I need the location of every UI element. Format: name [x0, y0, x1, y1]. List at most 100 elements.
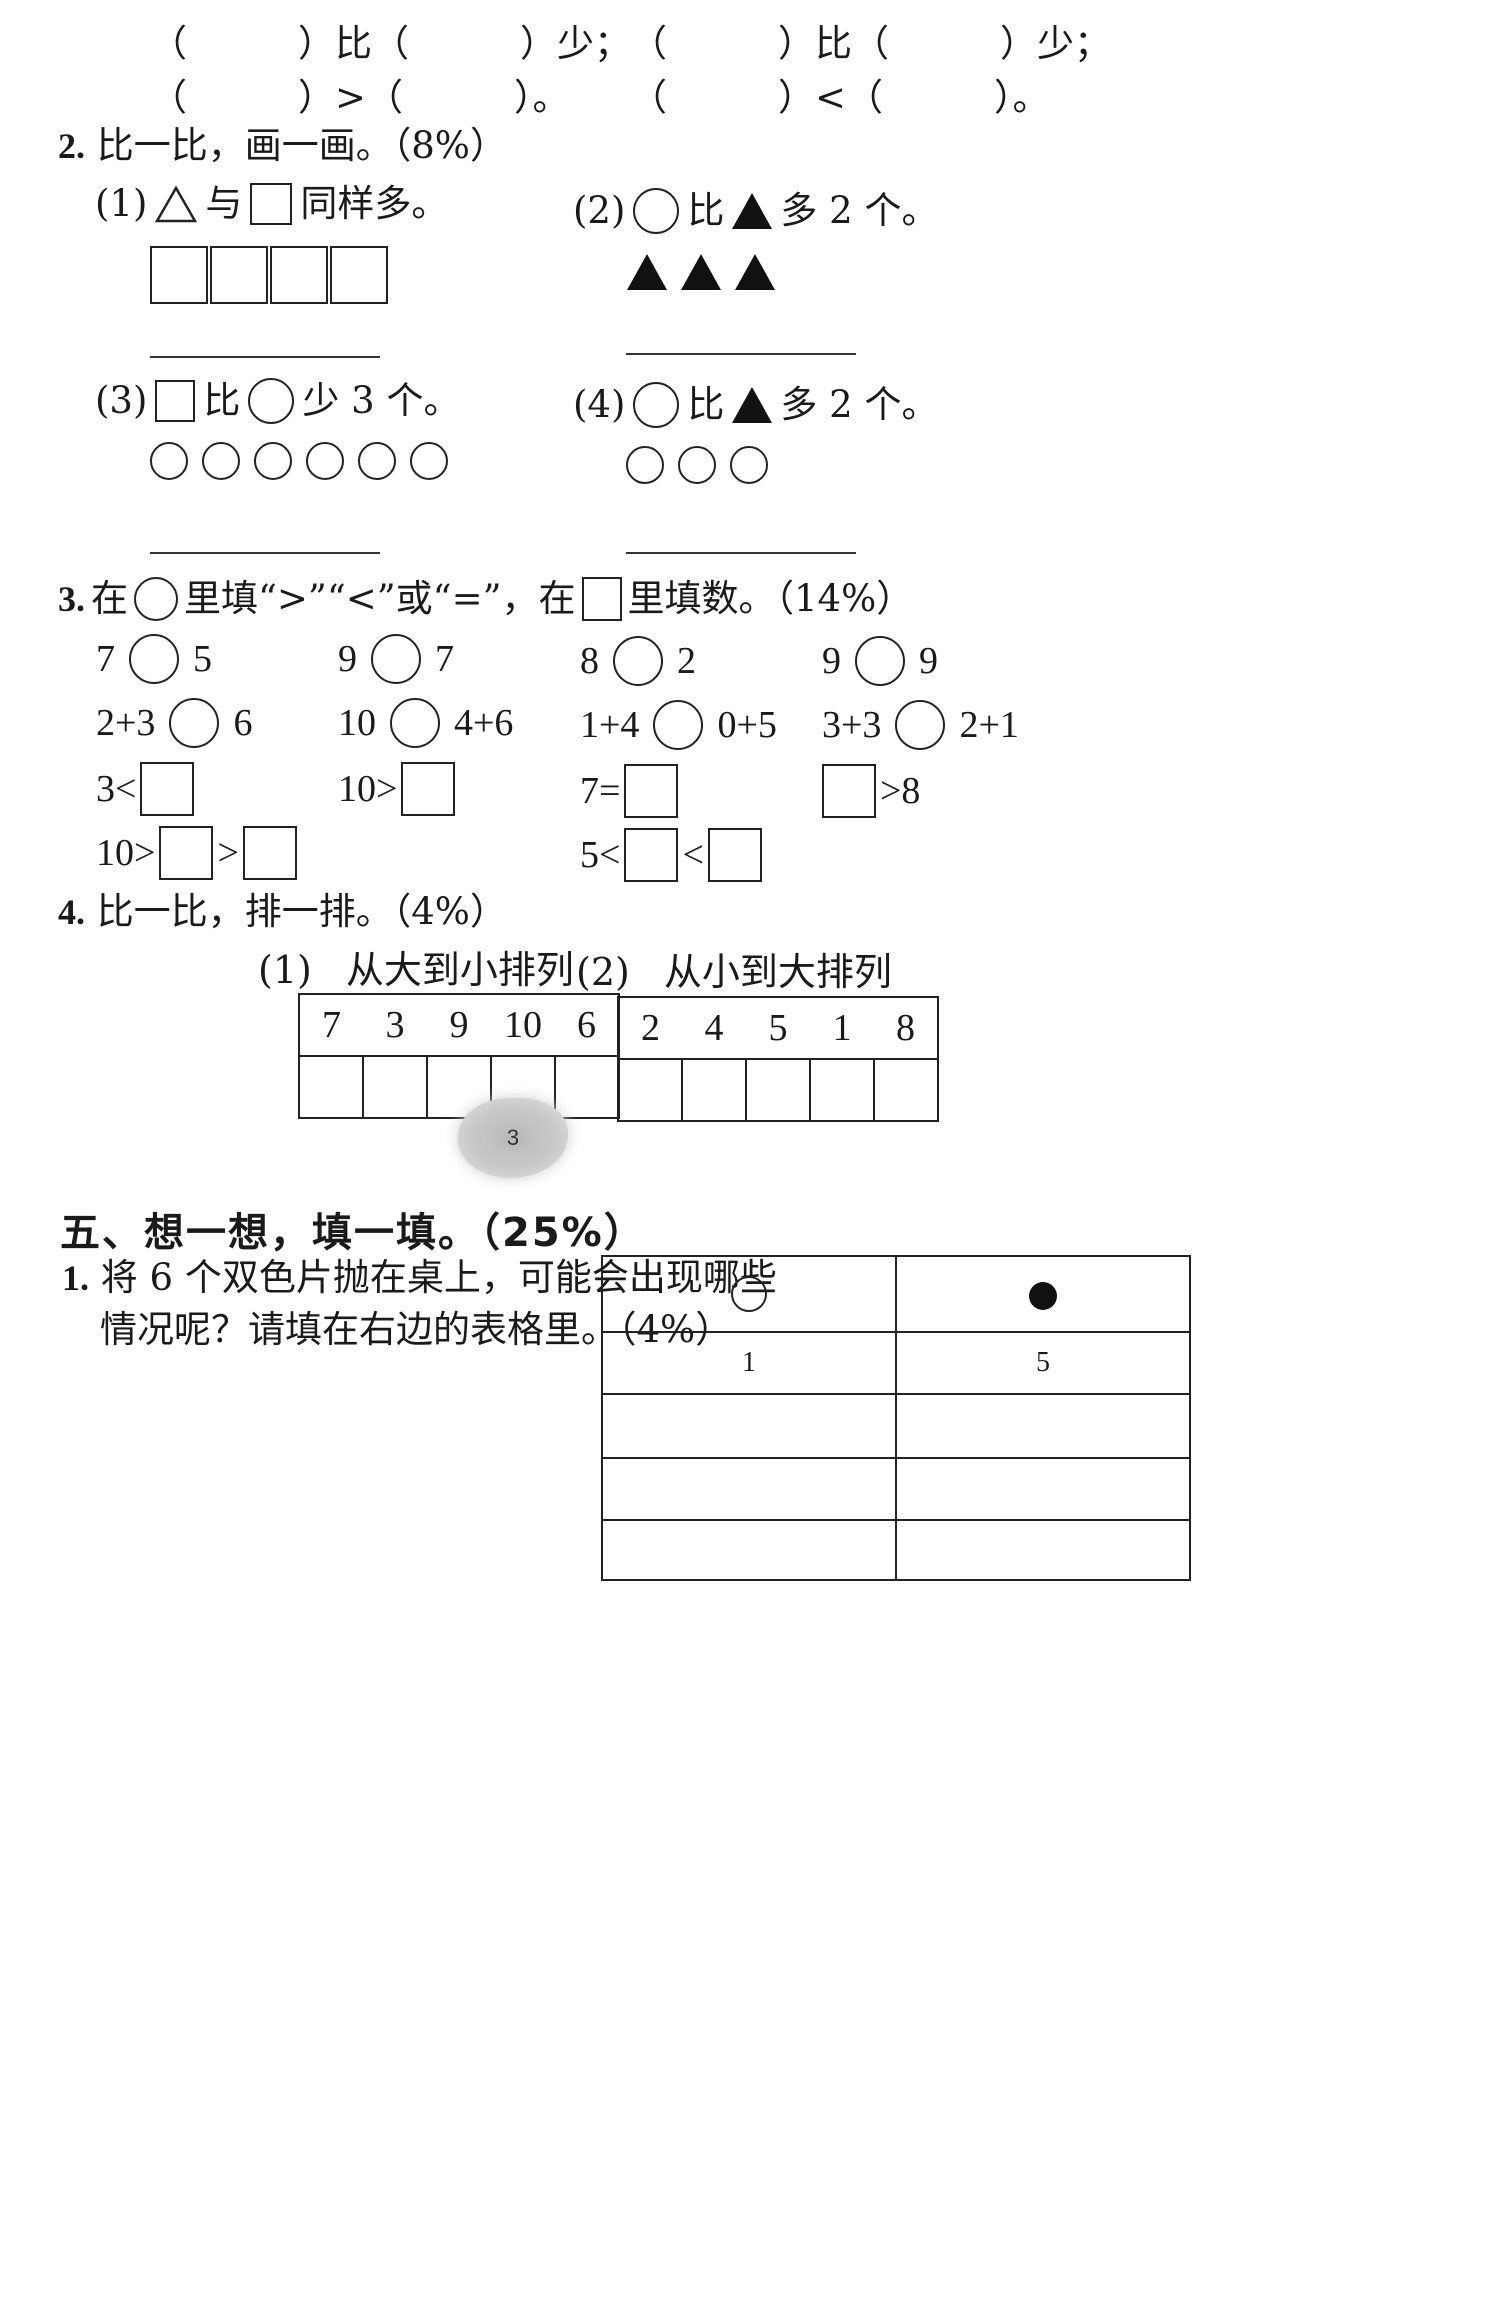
answer-cell[interactable] [895, 1519, 1191, 1581]
q3-r3-c1: 3< [96, 762, 195, 816]
answer-box[interactable] [159, 826, 214, 880]
q3-title-part-c: 里填数。（14%） [627, 577, 914, 620]
triangle-outline-icon [155, 185, 198, 223]
q2-part1-label: (1) [95, 182, 148, 225]
q3-r3-c4: >8 [822, 764, 920, 818]
answer-box[interactable] [140, 762, 195, 816]
answer-box[interactable] [707, 828, 762, 882]
circle-icon [358, 442, 396, 480]
answer-box[interactable] [822, 764, 876, 818]
answer-cell[interactable] [895, 1393, 1191, 1459]
q3-r3-c2: 10> [338, 762, 456, 816]
answer-cell[interactable] [681, 1058, 747, 1122]
q2-part2-tail: 多 2 个。 [780, 189, 939, 232]
q2-part3-prompt: (3) 比 少 3 个。 [95, 378, 461, 424]
top-left-row-2: （ ）>（ ）。 [150, 76, 570, 119]
square-icon [210, 246, 268, 304]
number-cell: 2 [617, 996, 682, 1060]
number-cell: 7 [298, 993, 363, 1057]
expr-prefix: 3< [96, 768, 137, 810]
q4-heading: 4. 比一比，排一排。（4%） [58, 890, 507, 934]
answer-cell[interactable] [745, 1058, 811, 1122]
q3-r4-c1: 10> > [96, 826, 297, 880]
circle-icon [150, 442, 188, 480]
q3-r2-c3: 1+4 0+5 [580, 700, 777, 750]
number-cell: 5 [746, 996, 810, 1060]
q2-title: 比一比，画一画。（8%） [96, 124, 507, 167]
answer-cell[interactable] [873, 1058, 939, 1122]
triangle-filled-icon [732, 193, 773, 229]
expr-right: 4+6 [454, 702, 514, 744]
q2-part4-answer-line[interactable] [626, 552, 856, 554]
answer-box[interactable] [624, 764, 679, 818]
expr-prefix: 7= [580, 770, 621, 812]
q4-number: 4. [58, 892, 85, 932]
q3-number: 3. [58, 579, 85, 619]
expr-right: 6 [233, 702, 253, 744]
circle-icon [678, 446, 716, 484]
compare-circle[interactable] [169, 698, 220, 748]
q3-r1-c2: 9 7 [338, 634, 454, 684]
q4-left-caption: (1) 从大到小排列 [258, 948, 574, 992]
q2-part2-answer-line[interactable] [626, 353, 856, 355]
square-icon [270, 246, 328, 304]
answer-cell[interactable] [601, 1457, 897, 1521]
q4-left-caption-text: 从大到小排列 [345, 948, 574, 992]
answer-cell[interactable] [554, 1055, 620, 1119]
answer-cell[interactable] [617, 1058, 683, 1122]
number-cell: 3 [363, 993, 427, 1057]
expr-left: 10 [338, 702, 376, 744]
expr-right: 9 [919, 640, 938, 682]
q4-left-table: 7 3 9 10 6 [298, 993, 620, 1119]
compare-circle[interactable] [613, 636, 663, 686]
header-white-cell [601, 1255, 897, 1333]
expr-left: 1+4 [580, 704, 640, 746]
expr-left: 2+3 [96, 702, 156, 744]
table-cell: 1 [601, 1331, 897, 1395]
number-cell: 8 [874, 996, 939, 1060]
compare-circle[interactable] [371, 634, 421, 684]
circle-outline-icon [633, 382, 680, 428]
answer-cell[interactable] [298, 1055, 364, 1119]
q3-r2-c1: 2+3 6 [96, 698, 252, 748]
expr-right: 7 [435, 638, 454, 680]
answer-cell[interactable] [601, 1393, 897, 1459]
table-cell: 5 [895, 1331, 1191, 1395]
triangle-filled-icon [735, 254, 775, 290]
q3-r1-c3: 8 2 [580, 636, 696, 686]
answer-cell[interactable] [895, 1457, 1191, 1521]
expr-left: 3+3 [822, 704, 882, 746]
expr-right: 5 [193, 638, 212, 680]
compare-circle[interactable] [855, 636, 905, 686]
circle-icon [254, 442, 292, 480]
answer-box[interactable] [624, 828, 679, 882]
q3-title-part-a: 在 [91, 577, 128, 620]
q2-heading: 2. 比一比，画一画。（8%） [58, 124, 507, 168]
compare-circle[interactable] [653, 700, 704, 750]
answer-box[interactable] [401, 762, 456, 816]
q4-right-caption: (2) 从小到大排列 [576, 950, 892, 994]
circle-outline-icon [248, 378, 295, 424]
q2-part2-label: (2) [573, 189, 626, 232]
q2-part1-prompt: (1) 与 同样多。 [95, 182, 448, 226]
q2-part1-tail: 同样多。 [300, 182, 449, 225]
q2-part1-answer-line[interactable] [150, 356, 380, 358]
header-black-cell [895, 1255, 1191, 1333]
q3-r1-c1: 7 5 [96, 634, 212, 684]
answer-cell[interactable] [601, 1519, 897, 1581]
top-left-row-1: （ ）比（ ）少； [150, 22, 631, 65]
compare-circle[interactable] [895, 700, 946, 750]
answer-box[interactable] [242, 826, 297, 880]
q2-number: 2. [58, 126, 85, 166]
compare-circle[interactable] [129, 634, 179, 684]
q2-part1-squares [150, 246, 390, 304]
compare-circle[interactable] [390, 698, 440, 748]
triangle-filled-icon [732, 387, 773, 423]
answer-cell[interactable] [809, 1058, 875, 1122]
q4-right-caption-text: 从小到大排列 [663, 950, 892, 994]
answer-cell[interactable] [362, 1055, 428, 1119]
expr-right: 2+1 [959, 704, 1019, 746]
q2-part3-answer-line[interactable] [150, 552, 380, 554]
triangle-filled-icon [627, 254, 667, 290]
expr-prefix: 5< [580, 834, 621, 876]
